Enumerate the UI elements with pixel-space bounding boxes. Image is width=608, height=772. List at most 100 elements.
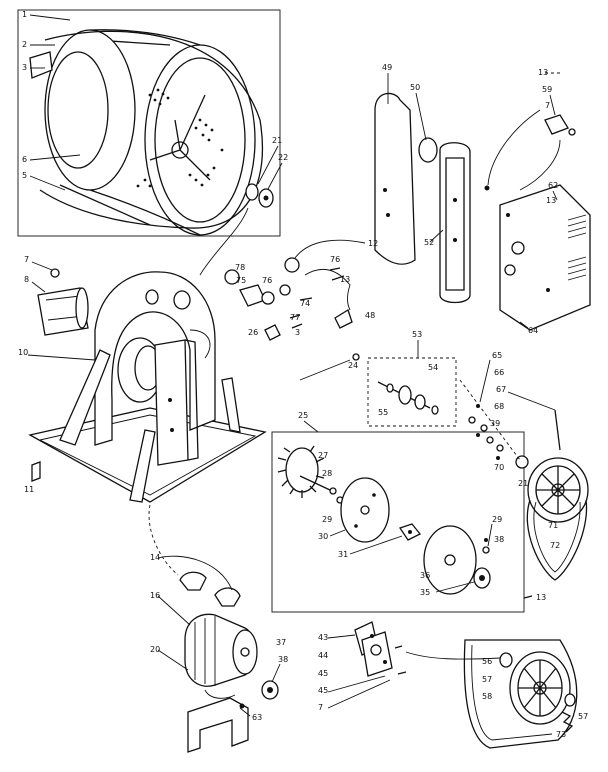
callout-39: 39 <box>490 419 500 428</box>
callout-44: 44 <box>318 651 328 660</box>
leader-6 <box>29 154 81 161</box>
callout-8: 8 <box>24 275 29 284</box>
callout-78-right: 76 <box>330 255 340 264</box>
left-leg <box>59 349 111 446</box>
front-leg <box>129 429 156 503</box>
callout-38-motor: 38 <box>278 655 288 664</box>
part-29-lower <box>482 546 490 554</box>
callout-52: 52 <box>424 238 434 247</box>
duct-seal-50 <box>418 137 438 163</box>
pulley-spokes <box>536 466 580 514</box>
drum-inset-frame <box>17 9 281 237</box>
callout-38: 38 <box>494 535 504 544</box>
drum-assembly: 1 2 3 6 5 <box>17 9 281 237</box>
front-duct-assembly: 49 50 52 <box>374 63 471 304</box>
callout-31: 31 <box>338 550 348 559</box>
callout-13-center: 13 <box>340 275 350 284</box>
drum-perforations <box>136 88 224 188</box>
drum-front-inner <box>154 57 246 223</box>
callout-48: 48 <box>365 311 375 320</box>
part-26 <box>264 324 281 341</box>
motor-assembly: 14 16 20 37 38 63 <box>150 553 288 753</box>
blower-inset-frame <box>271 431 525 613</box>
connector-motor-base <box>148 504 179 576</box>
callout-25: 25 <box>298 411 308 420</box>
callout-10: 10 <box>18 348 28 357</box>
callout-65: 65 <box>492 351 502 360</box>
callout-73: 73 <box>556 730 566 739</box>
callout-24: 24 <box>348 361 358 370</box>
drum-rear-inner <box>47 51 109 169</box>
callout-49: 49 <box>382 63 392 72</box>
callout-35: 35 <box>420 588 430 597</box>
drum-spider-arms <box>149 94 211 181</box>
callout-55: 55 <box>378 408 388 417</box>
callout-5: 5 <box>22 171 27 180</box>
callout-21: 21 <box>272 136 282 145</box>
drum-rear <box>44 29 136 191</box>
callout-13-right: 13 <box>536 593 546 602</box>
callout-59: 59 <box>542 85 552 94</box>
part-74 <box>261 291 275 305</box>
part-76-screws <box>299 267 345 301</box>
callout-26: 26 <box>248 328 258 337</box>
panel-62 <box>499 184 591 331</box>
callout-21-right: 21 <box>518 479 528 488</box>
callout-14: 14 <box>150 553 160 562</box>
callout-37: 37 <box>276 638 286 647</box>
shaft-28 <box>299 475 331 491</box>
callout-63: 63 <box>252 713 262 722</box>
washer-57-right <box>564 693 576 707</box>
idler-bearing-parts: 12 78 75 76 76 74 13 48 77 3 26 <box>224 239 378 341</box>
idler-wheel-spokes <box>518 660 562 716</box>
rollers-21-22: 21 22 <box>245 136 288 208</box>
callout-75: 75 <box>236 276 246 285</box>
callout-77: 77 <box>290 313 300 322</box>
part-78-ring <box>224 269 240 285</box>
callout-36: 36 <box>420 571 430 580</box>
part-24 <box>352 353 360 361</box>
callout-30: 30 <box>318 532 328 541</box>
duct-49 <box>374 92 416 265</box>
callout-67: 67 <box>496 385 506 394</box>
bulkhead-10 <box>94 271 216 446</box>
callout-3-center: 3 <box>295 328 300 337</box>
callout-64: 64 <box>528 326 538 335</box>
drum-body-lines <box>89 29 201 236</box>
callout-2: 2 <box>22 40 27 49</box>
switch-plate-assembly: 43 44 45 45 7 <box>318 621 407 712</box>
blower-assembly: 25 27 28 29 30 31 29 38 3 <box>271 411 525 613</box>
leveling-leg-11 <box>31 461 41 482</box>
drive-pulley-assembly: 65 66 67 68 39 70 21 71 72 13 <box>468 351 589 602</box>
washer-56 <box>499 652 513 668</box>
lint-duct-52 <box>439 142 471 304</box>
callout-20: 20 <box>150 645 160 654</box>
blower-wheel-27 <box>285 447 319 493</box>
callout-27: 27 <box>318 451 328 460</box>
callout-72: 72 <box>550 541 560 550</box>
part-77-screws <box>289 314 303 329</box>
callout-6: 6 <box>22 155 27 164</box>
callout-29-right: 29 <box>492 515 502 524</box>
callout-76: 76 <box>262 276 272 285</box>
callout-13-panel: 13 <box>546 196 556 205</box>
drum-rear-seal <box>29 51 53 79</box>
idler-pulley-bottom: 56 57 58 57 73 <box>405 639 588 749</box>
callout-74: 74 <box>300 299 310 308</box>
callout-7-top: 7 <box>545 101 550 110</box>
callout-7-left: 7 <box>24 255 29 264</box>
belt-outline <box>463 639 578 749</box>
callout-13-top: 13 <box>538 68 548 77</box>
rear-panel-assembly: 62 13 64 13 59 7 <box>484 68 591 335</box>
callout-1: 1 <box>22 10 27 19</box>
filter-parts: 7 8 <box>24 255 89 336</box>
motor-mount-column <box>154 339 189 466</box>
callout-11: 11 <box>24 485 34 494</box>
callout-7-switch: 7 <box>318 703 323 712</box>
thermostat-59 <box>544 114 569 135</box>
idler-pulley-group: 53 54 55 24 <box>299 330 457 427</box>
callout-57-left: 57 <box>482 675 492 684</box>
idler-bracket <box>398 385 412 405</box>
